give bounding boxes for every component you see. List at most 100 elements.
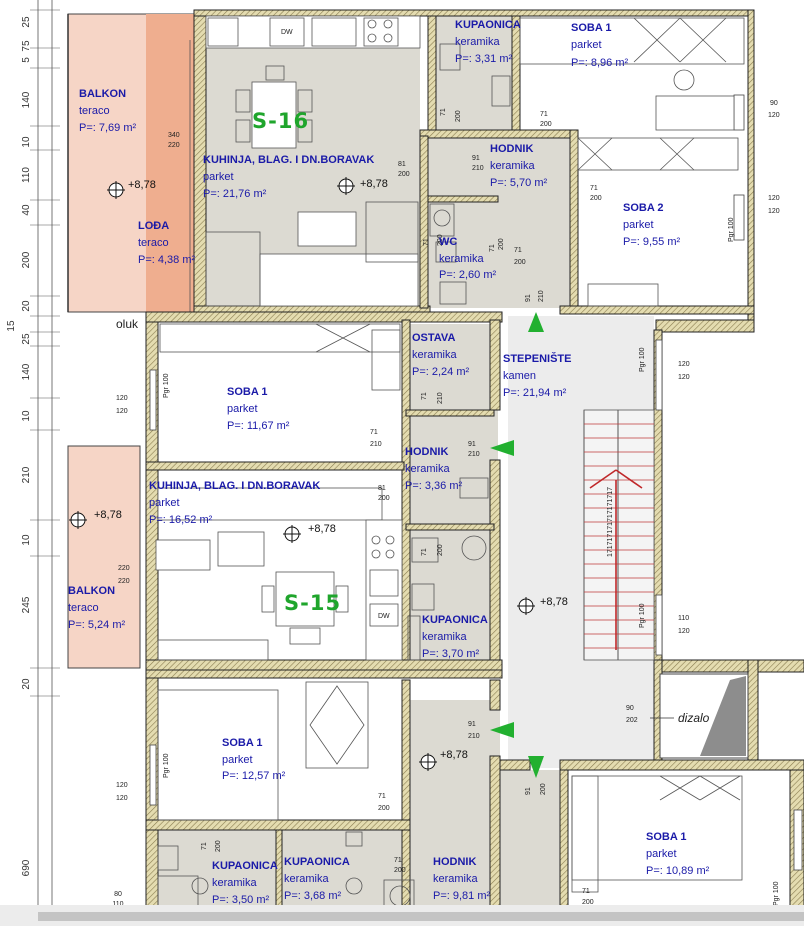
- svg-text:P=: 5,24 m²: P=: 5,24 m²: [68, 619, 126, 631]
- left-dim: 25: [21, 333, 32, 345]
- left-dim: 200: [21, 251, 32, 268]
- svg-text:200: 200: [590, 195, 602, 202]
- room-label-kuhinja-16: KUHINJA, BLAG. I DN.BORAVAK parket P=: 2…: [203, 154, 374, 200]
- svg-text:P=: 3,31 m²: P=: 3,31 m²: [455, 53, 513, 65]
- left-dim: 690: [21, 859, 32, 876]
- svg-text:81: 81: [378, 485, 386, 492]
- svg-text:220: 220: [168, 142, 180, 149]
- svg-text:120: 120: [768, 195, 780, 202]
- svg-text:WC: WC: [439, 236, 457, 248]
- walls: [145, 9, 804, 906]
- svg-text:71: 71: [378, 793, 386, 800]
- svg-text:200: 200: [215, 840, 222, 852]
- svg-text:SOBA 1: SOBA 1: [222, 737, 263, 749]
- svg-text:SOBA 2: SOBA 2: [623, 202, 664, 214]
- balconies: [67, 13, 195, 669]
- furniture-lower: [157, 681, 743, 906]
- room-label-ostava: OSTAVA keramika P=: 2,24 m²: [412, 332, 470, 378]
- svg-text:KUHINJA, BLAG. I DN.BORAVAK: KUHINJA, BLAG. I DN.BORAVAK: [203, 154, 374, 166]
- unit-code: S-16: [252, 109, 309, 133]
- elevation-label: +8,78: [308, 523, 336, 535]
- svg-text:120: 120: [116, 795, 128, 802]
- svg-text:120: 120: [678, 361, 690, 368]
- room-label-soba1-mid: SOBA 1 parket P=: 11,67 m²: [227, 386, 290, 432]
- svg-text:keramika: keramika: [455, 36, 501, 48]
- left-dim: 140: [21, 91, 32, 108]
- parapet-labels: Pgr 100 Pgr 100 Pgr 100 Pgr 100 Pgr 100 …: [163, 217, 780, 906]
- parapet-label: Pgr 100: [773, 881, 780, 906]
- room-label-kuhinja-15: KUHINJA, BLAG. I DN.BORAVAK parket P=: 1…: [149, 480, 320, 526]
- svg-text:P=: 10,89 m²: P=: 10,89 m²: [646, 865, 710, 877]
- svg-text:BALKON: BALKON: [68, 585, 115, 597]
- elevation-marker: +8,78: [107, 179, 156, 199]
- svg-text:SOBA 1: SOBA 1: [646, 831, 687, 843]
- svg-text:P=: 7,69 m²: P=: 7,69 m²: [79, 122, 137, 134]
- svg-text:HODNIK: HODNIK: [490, 143, 533, 155]
- stair-step-ticks: 171717171717171717: [607, 487, 614, 557]
- svg-text:SOBA 1: SOBA 1: [227, 386, 268, 398]
- svg-text:220: 220: [118, 578, 130, 585]
- left-dim: 210: [21, 466, 32, 483]
- svg-text:200: 200: [540, 121, 552, 128]
- entry-arrow: [528, 756, 544, 778]
- svg-text:110: 110: [678, 615, 689, 622]
- left-dim: 20: [21, 678, 32, 690]
- left-dim: 245: [21, 596, 32, 613]
- room-label-wc-top: WC keramika P=: 2,60 m²: [439, 236, 497, 281]
- svg-text:71: 71: [489, 244, 496, 252]
- svg-text:120: 120: [116, 395, 128, 402]
- svg-text:71: 71: [423, 238, 430, 246]
- room-label-kupaonica-top: KUPAONICA keramika P=: 3,31 m²: [455, 19, 521, 65]
- left-dim: 75: [21, 40, 32, 52]
- left-dim: 140: [21, 363, 32, 380]
- svg-text:kamen: kamen: [503, 370, 536, 382]
- svg-text:HODNIK: HODNIK: [405, 446, 448, 458]
- entry-arrow: [490, 440, 514, 456]
- left-dim: 25: [21, 16, 32, 28]
- svg-text:KUHINJA, BLAG. I DN.BORAVAK: KUHINJA, BLAG. I DN.BORAVAK: [149, 480, 320, 492]
- svg-text:teraco: teraco: [138, 237, 169, 249]
- partial-dim: 110: [112, 901, 123, 906]
- dishwasher-label: DW: [378, 613, 390, 620]
- svg-text:120: 120: [678, 374, 690, 381]
- parapet-label: Pgr 100: [639, 347, 646, 372]
- partial-dim: 80: [114, 891, 122, 898]
- svg-text:71: 71: [421, 392, 428, 400]
- horizontal-scrollbar-thumb[interactable]: [38, 912, 804, 921]
- parapet-label: Pgr 100: [728, 217, 735, 242]
- elevation-label: +8,78: [128, 179, 156, 191]
- door-label: 120 120: [678, 361, 690, 381]
- svg-text:P=: 8,96 m²: P=: 8,96 m²: [571, 57, 629, 69]
- svg-text:71: 71: [514, 247, 522, 254]
- svg-text:P=: 3,36 m²: P=: 3,36 m²: [405, 480, 463, 492]
- room-label-balkon-mid: BALKON teraco P=: 5,24 m²: [68, 585, 126, 631]
- svg-text:keramika: keramika: [284, 873, 330, 885]
- svg-text:teraco: teraco: [79, 105, 110, 117]
- svg-text:200: 200: [437, 234, 444, 246]
- left-dim: 20: [21, 300, 32, 312]
- left-dim: 10: [21, 410, 32, 422]
- svg-text:120: 120: [116, 782, 128, 789]
- svg-text:210: 210: [538, 290, 545, 302]
- elevator-label: dizalo: [678, 711, 710, 725]
- svg-text:220: 220: [118, 565, 130, 572]
- room-label-hodnik-top: HODNIK keramika P=: 5,70 m²: [490, 143, 548, 189]
- svg-text:200: 200: [540, 783, 547, 795]
- svg-text:90: 90: [626, 705, 634, 712]
- dishwasher-label: DW: [281, 29, 293, 36]
- svg-text:200: 200: [378, 495, 390, 502]
- svg-text:parket: parket: [203, 171, 234, 183]
- svg-text:200: 200: [437, 544, 444, 556]
- svg-text:HODNIK: HODNIK: [433, 856, 476, 868]
